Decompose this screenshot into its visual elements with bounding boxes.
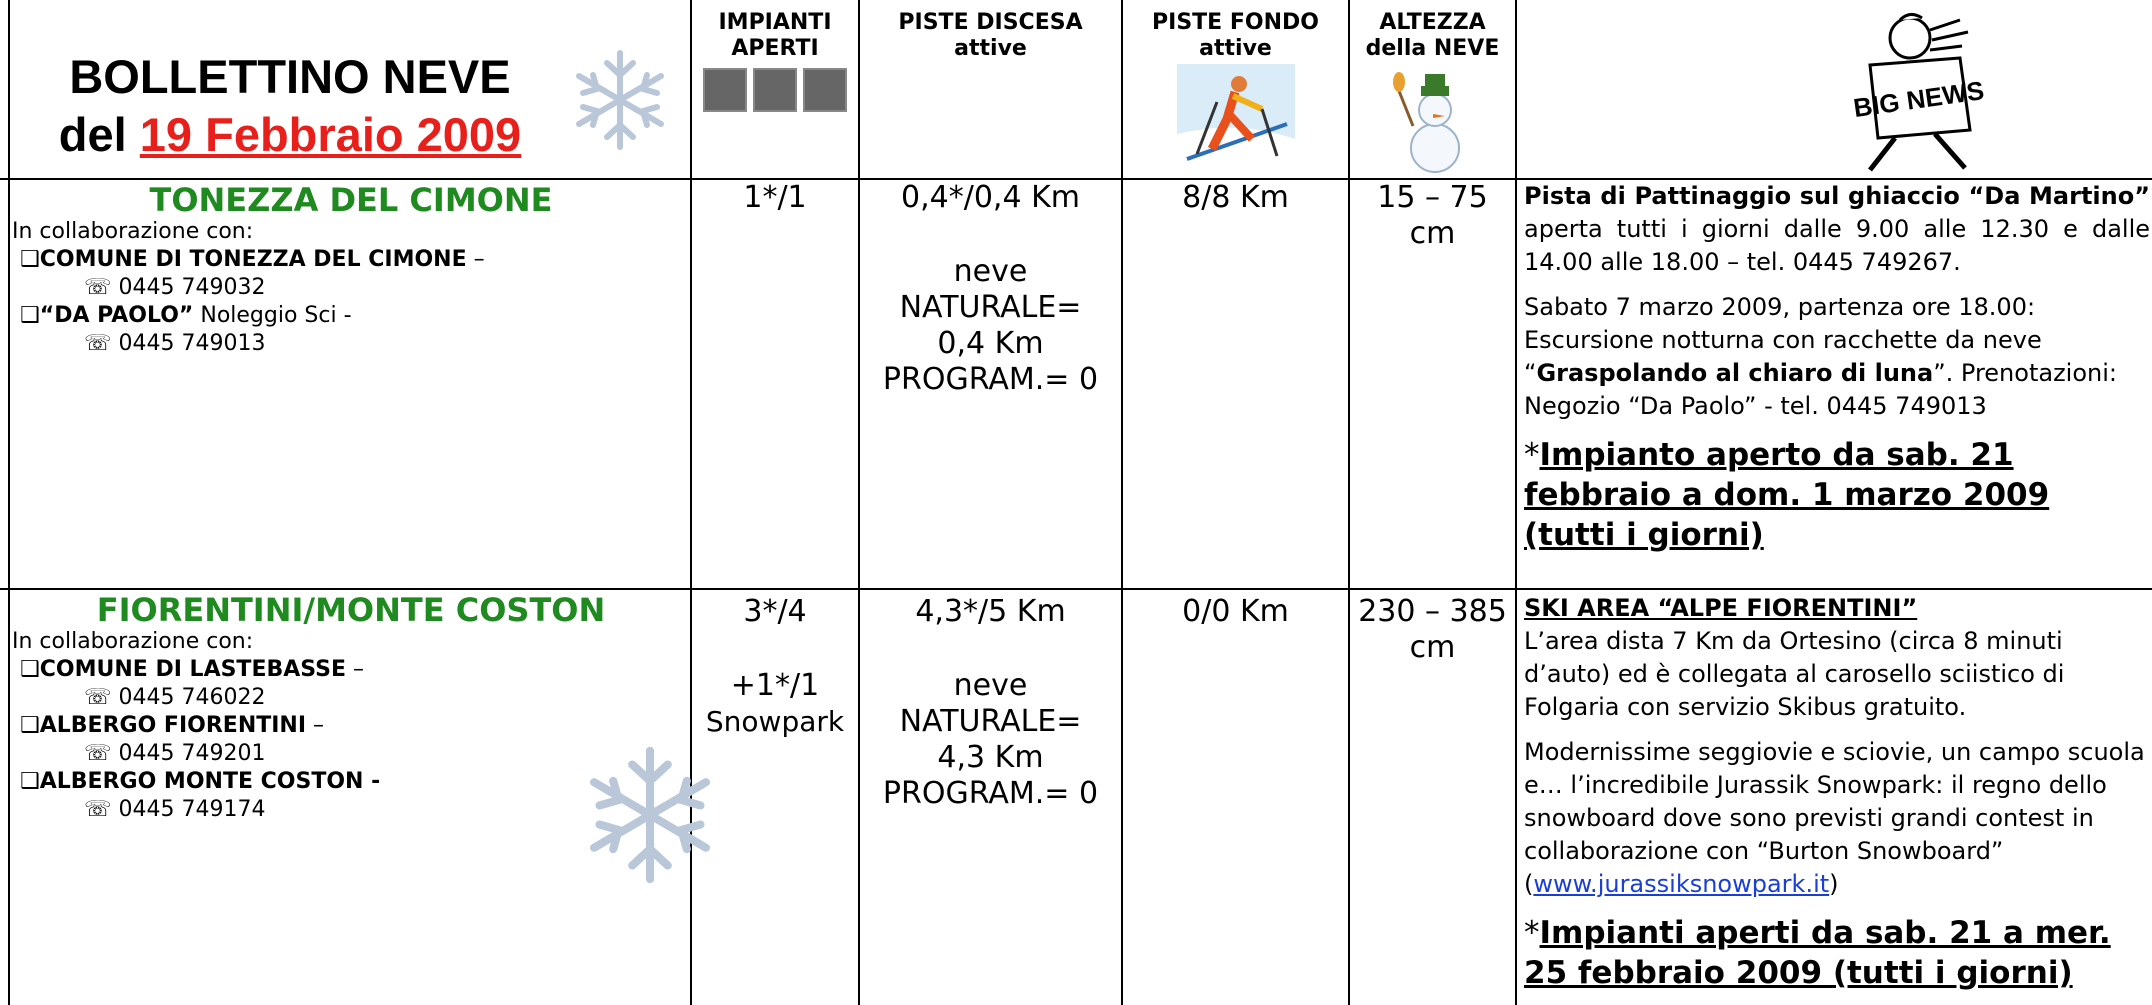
phone-icon: ☏ bbox=[84, 331, 112, 356]
ski-lift-icon bbox=[803, 68, 847, 112]
cable-car-icon bbox=[703, 68, 747, 112]
snowflake-icon bbox=[575, 740, 725, 890]
resort-cell: TONEZZA DEL CIMONE In collaborazione con… bbox=[12, 182, 690, 358]
partner-phone: ☏ 0445 749032 bbox=[84, 275, 266, 300]
impianti-value: 3*/4 +1*/1 Snowpark bbox=[705, 594, 845, 738]
lift-icons bbox=[692, 68, 858, 112]
resort-name: FIORENTINI/MONTE COSTON bbox=[96, 592, 606, 629]
partner-item: ❑“DA PAOLO” Noleggio Sci - bbox=[20, 303, 352, 328]
column-divider bbox=[858, 0, 860, 1005]
phone-icon: ☏ bbox=[84, 275, 112, 300]
discesa-value: 4,3*/5 Km neve NATURALE= 4,3 Km PROGRAM.… bbox=[882, 594, 1099, 811]
discesa-value: 0,4*/0,4 Km neve NATURALE= 0,4 Km PROGRA… bbox=[882, 180, 1099, 397]
bulletin-date: 19 Febbraio 2009 bbox=[139, 108, 522, 161]
row-divider bbox=[0, 178, 2152, 180]
chairlift-icon bbox=[753, 68, 797, 112]
partner-phone: ☏ 0445 749201 bbox=[84, 741, 266, 766]
partner-phone: ☏ 0445 749013 bbox=[84, 331, 266, 356]
fondo-value: 0/0 Km bbox=[1182, 594, 1289, 629]
phone-icon: ☏ bbox=[84, 685, 112, 710]
column-divider bbox=[1515, 0, 1517, 1005]
altezza-value: 230 – 385 cm bbox=[1358, 594, 1507, 665]
cross-country-skier-icon bbox=[1176, 64, 1295, 164]
resort-cell: FIORENTINI/MONTE COSTON In collaborazion… bbox=[12, 592, 690, 824]
row-divider bbox=[0, 588, 2152, 590]
partner-phone: ☏ 0445 749174 bbox=[84, 797, 266, 822]
partner-item: ❑COMUNE DI LASTEBASSE – bbox=[20, 657, 364, 682]
page-title: BOLLETTINO NEVE del 19 Febbraio 2009 bbox=[58, 50, 522, 161]
collab-label: In collaborazione con: bbox=[12, 219, 254, 244]
altezza-value: 15 – 75 cm bbox=[1377, 180, 1488, 251]
notes-cell: Pista di Pattinaggio sul ghiaccio “Da Ma… bbox=[1524, 182, 2150, 553]
phone-icon: ☏ bbox=[84, 797, 112, 822]
partner-item: ❑ALBERGO MONTE COSTON - bbox=[20, 769, 381, 794]
fondo-value: 8/8 Km bbox=[1182, 180, 1289, 215]
ski-area-heading: SKI AREA “ALPE FIORENTINI” bbox=[1524, 594, 1918, 622]
snowpark-link[interactable]: www.jurassiksnowpark.it bbox=[1533, 870, 1830, 898]
snowflake-icon bbox=[565, 45, 675, 155]
snowman-icon bbox=[1392, 72, 1460, 173]
header-altezza-neve: ALTEZZA della NEVE bbox=[1350, 10, 1515, 183]
partner-item: ❑ALBERGO FIORENTINI – bbox=[20, 713, 325, 738]
header-piste-fondo: PISTE FONDO attive bbox=[1123, 10, 1348, 171]
phone-icon: ☏ bbox=[84, 741, 112, 766]
resort-name: TONEZZA DEL CIMONE bbox=[149, 182, 553, 219]
column-divider bbox=[1121, 0, 1123, 1005]
column-divider bbox=[690, 0, 692, 1005]
column-divider bbox=[1348, 0, 1350, 1005]
impianti-value: 1*/1 bbox=[743, 180, 807, 215]
header-piste-discesa: PISTE DISCESA attive bbox=[898, 10, 1083, 61]
partner-phone: ☏ 0445 746022 bbox=[84, 685, 266, 710]
table-border-left bbox=[8, 0, 10, 1005]
big-news-icon: BIG NEWS bbox=[1800, 10, 2020, 175]
collab-label: In collaborazione con: bbox=[12, 629, 254, 654]
notes-cell: SKI AREA “ALPE FIORENTINI” L’area dista … bbox=[1524, 592, 2150, 993]
partner-item: ❑COMUNE DI TONEZZA DEL CIMONE – bbox=[20, 247, 485, 272]
header-impianti: IMPIANTI APERTI bbox=[692, 10, 858, 112]
